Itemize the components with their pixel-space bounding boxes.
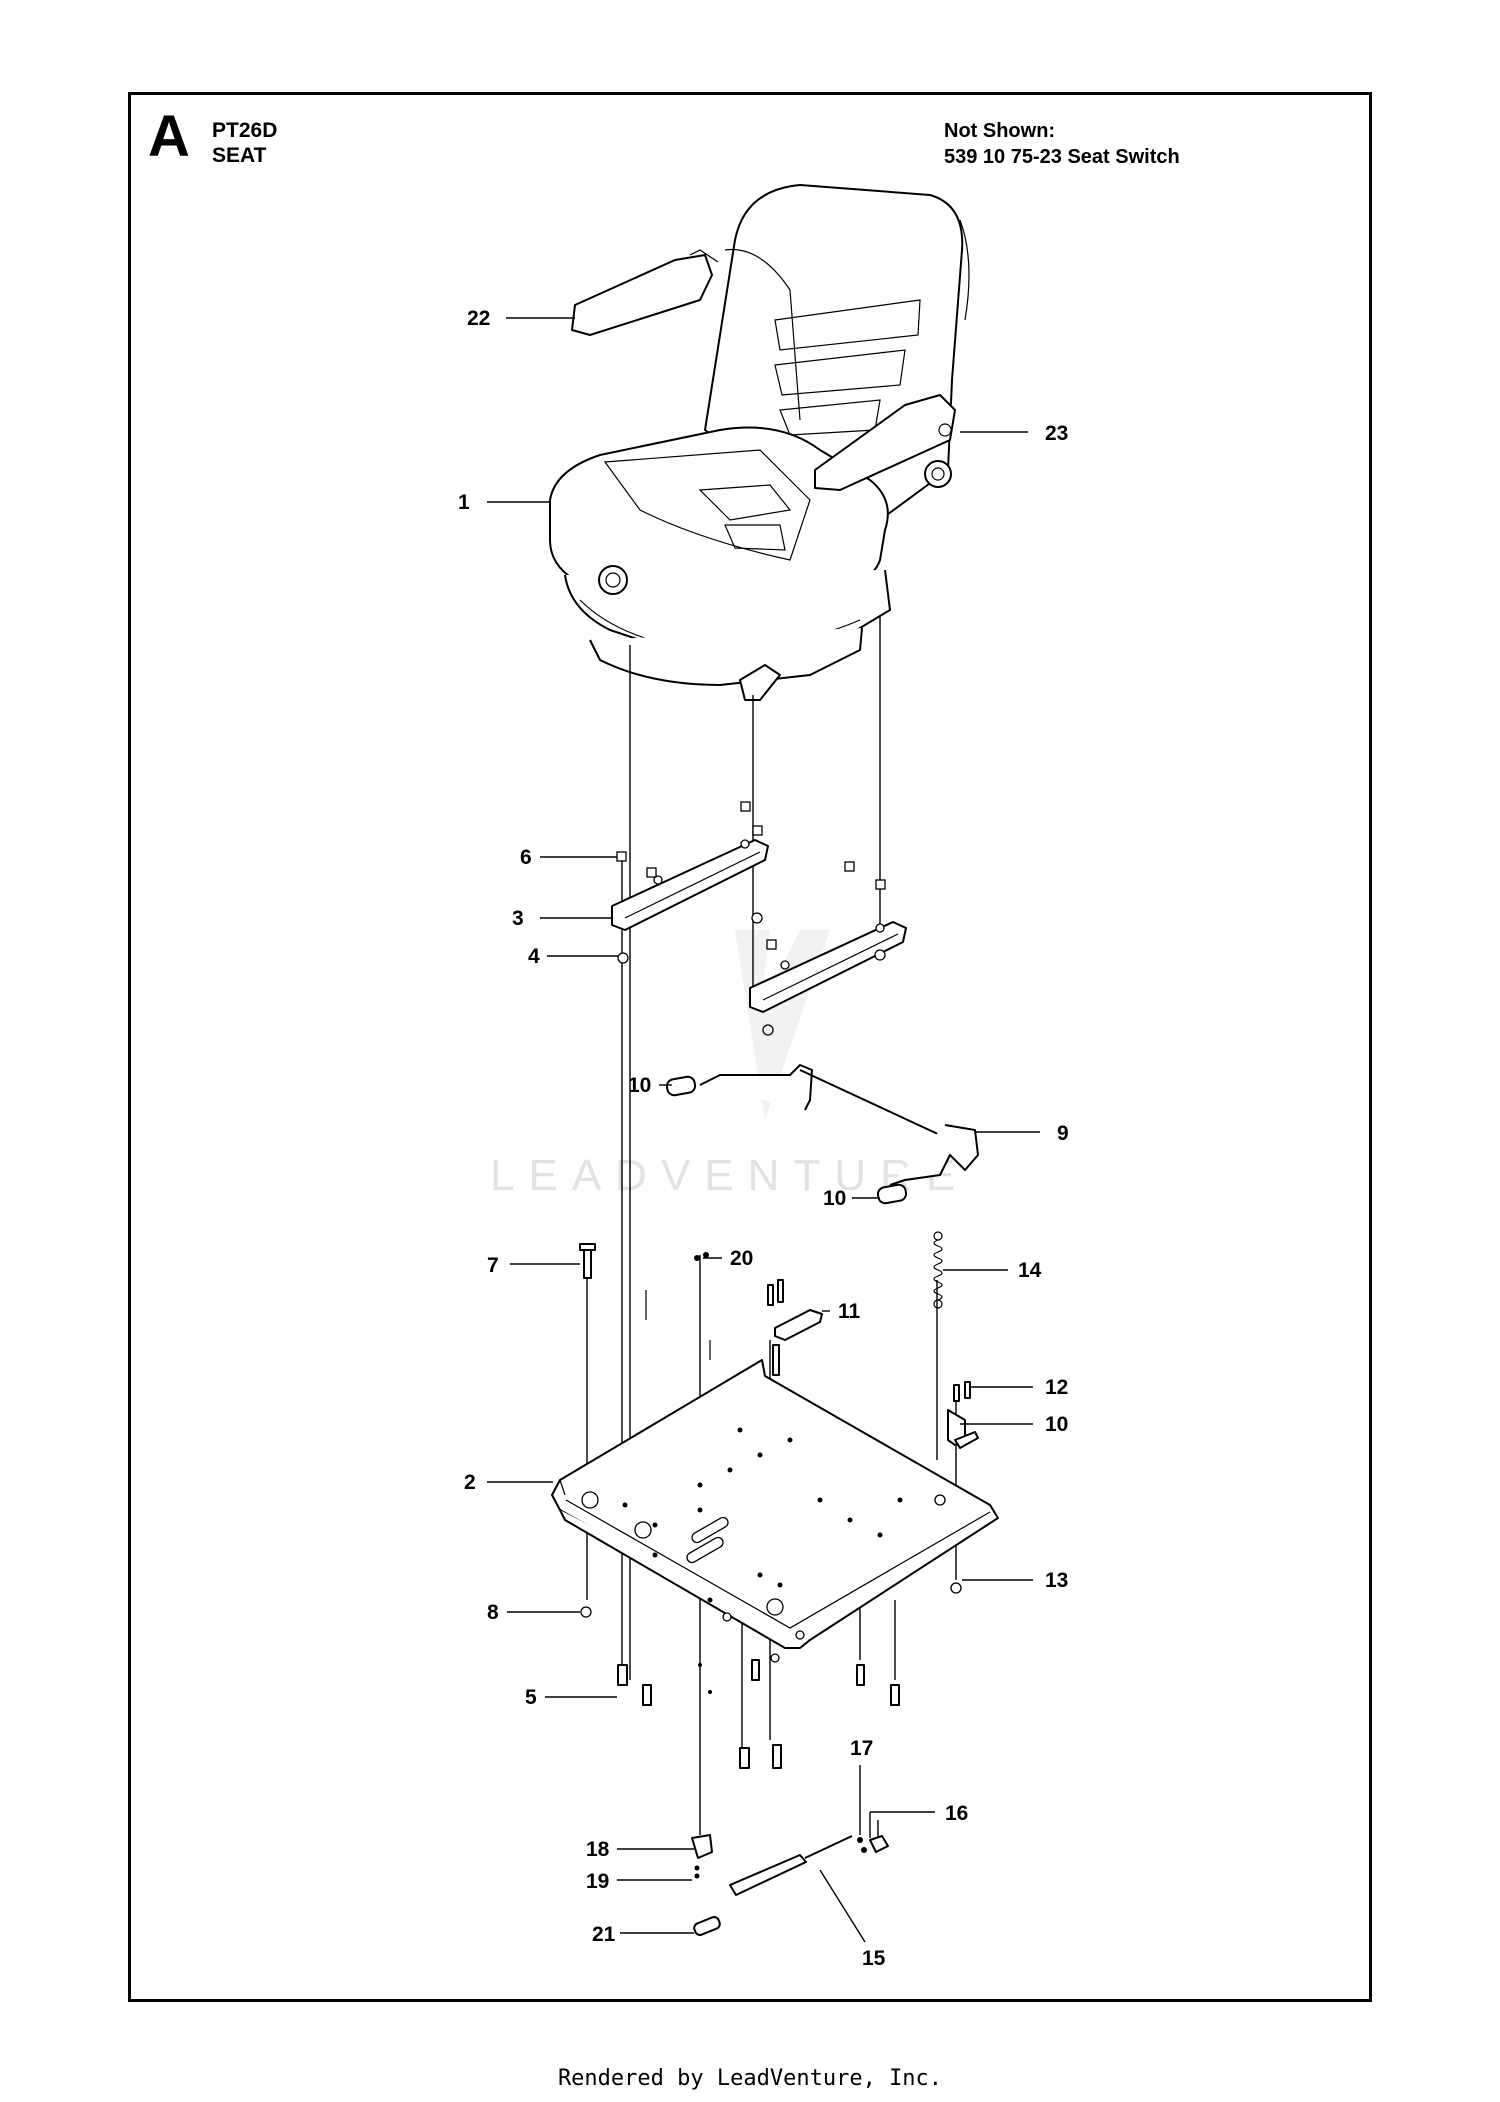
clip-17-part: [857, 1835, 889, 1853]
callout-4: 4: [528, 945, 540, 968]
fasteners-upper: [616, 801, 886, 1036]
footer-credit: Rendered by LeadVenture, Inc.: [557, 2066, 943, 2091]
model-block: PT26D SEAT: [212, 118, 277, 168]
callout-22: 21: [592, 1923, 616, 1946]
seat-rail-left-part: [611, 839, 769, 931]
callout-3: 3: [512, 907, 524, 930]
callout-13: 12: [1045, 1376, 1068, 1399]
not-shown-note: Not Shown: 539 10 75-23 Seat Switch: [944, 118, 1180, 170]
bracket-11-part: [947, 1409, 979, 1449]
gas-spring-part: [729, 1835, 853, 1896]
assembly-lines: [586, 615, 957, 1835]
callout-23: 22: [467, 307, 490, 330]
callout-20: 19: [586, 1870, 609, 1893]
leader-lines: [487, 317, 1040, 1943]
bracket-12-part: [774, 1309, 823, 1341]
callout-1: 1: [458, 491, 470, 514]
bolts-middle: [579, 1243, 971, 1402]
callout-18: 17: [850, 1737, 873, 1760]
callout-24: 23: [1045, 422, 1068, 445]
left-armrest-part: [571, 249, 719, 336]
callout-21: 20: [730, 1247, 753, 1270]
fasteners-lower: [580, 1582, 962, 1769]
spring-part: [933, 1231, 943, 1309]
callout-6: 6: [520, 846, 532, 869]
seat-part: [549, 184, 970, 701]
callout-15: 14: [1018, 1259, 1042, 1282]
callout-12: 11: [838, 1300, 861, 1323]
callout-19: 18: [586, 1838, 610, 1861]
drawing-frame: [128, 92, 1372, 2002]
right-armrest-part: [814, 394, 956, 491]
callout-8: 8: [487, 1601, 499, 1624]
callout-2: 2: [464, 1471, 476, 1494]
callout-16: 15: [862, 1947, 886, 1970]
callout-labels: 22 23 1 6 3 4 10 9 10 7 20 14 11 12 10 2…: [458, 307, 1069, 1970]
release-linkage-part: [665, 1064, 979, 1205]
callout-11: 10: [1045, 1413, 1068, 1436]
model-number: PT26D: [212, 119, 278, 142]
not-shown-title: Not Shown:: [944, 120, 1056, 142]
assembly-name: SEAT: [212, 144, 267, 168]
seat-rail-right-part: [749, 921, 907, 1013]
callout-5: 5: [525, 1686, 537, 1709]
not-shown-item: 539 10 75-23 Seat Switch: [944, 146, 1180, 168]
base-plate-part: [551, 1359, 999, 1649]
callout-7: 7: [487, 1254, 499, 1277]
callout-10-upper: 10: [628, 1074, 651, 1097]
callout-9: 9: [1057, 1122, 1069, 1145]
section-letter: A: [148, 104, 190, 169]
callout-17: 16: [945, 1802, 968, 1825]
callout-10-lower: 10: [823, 1187, 846, 1210]
rod-end-part: [693, 1916, 721, 1936]
bracket-19-part: [691, 1834, 713, 1879]
callout-14: 13: [1045, 1569, 1068, 1592]
